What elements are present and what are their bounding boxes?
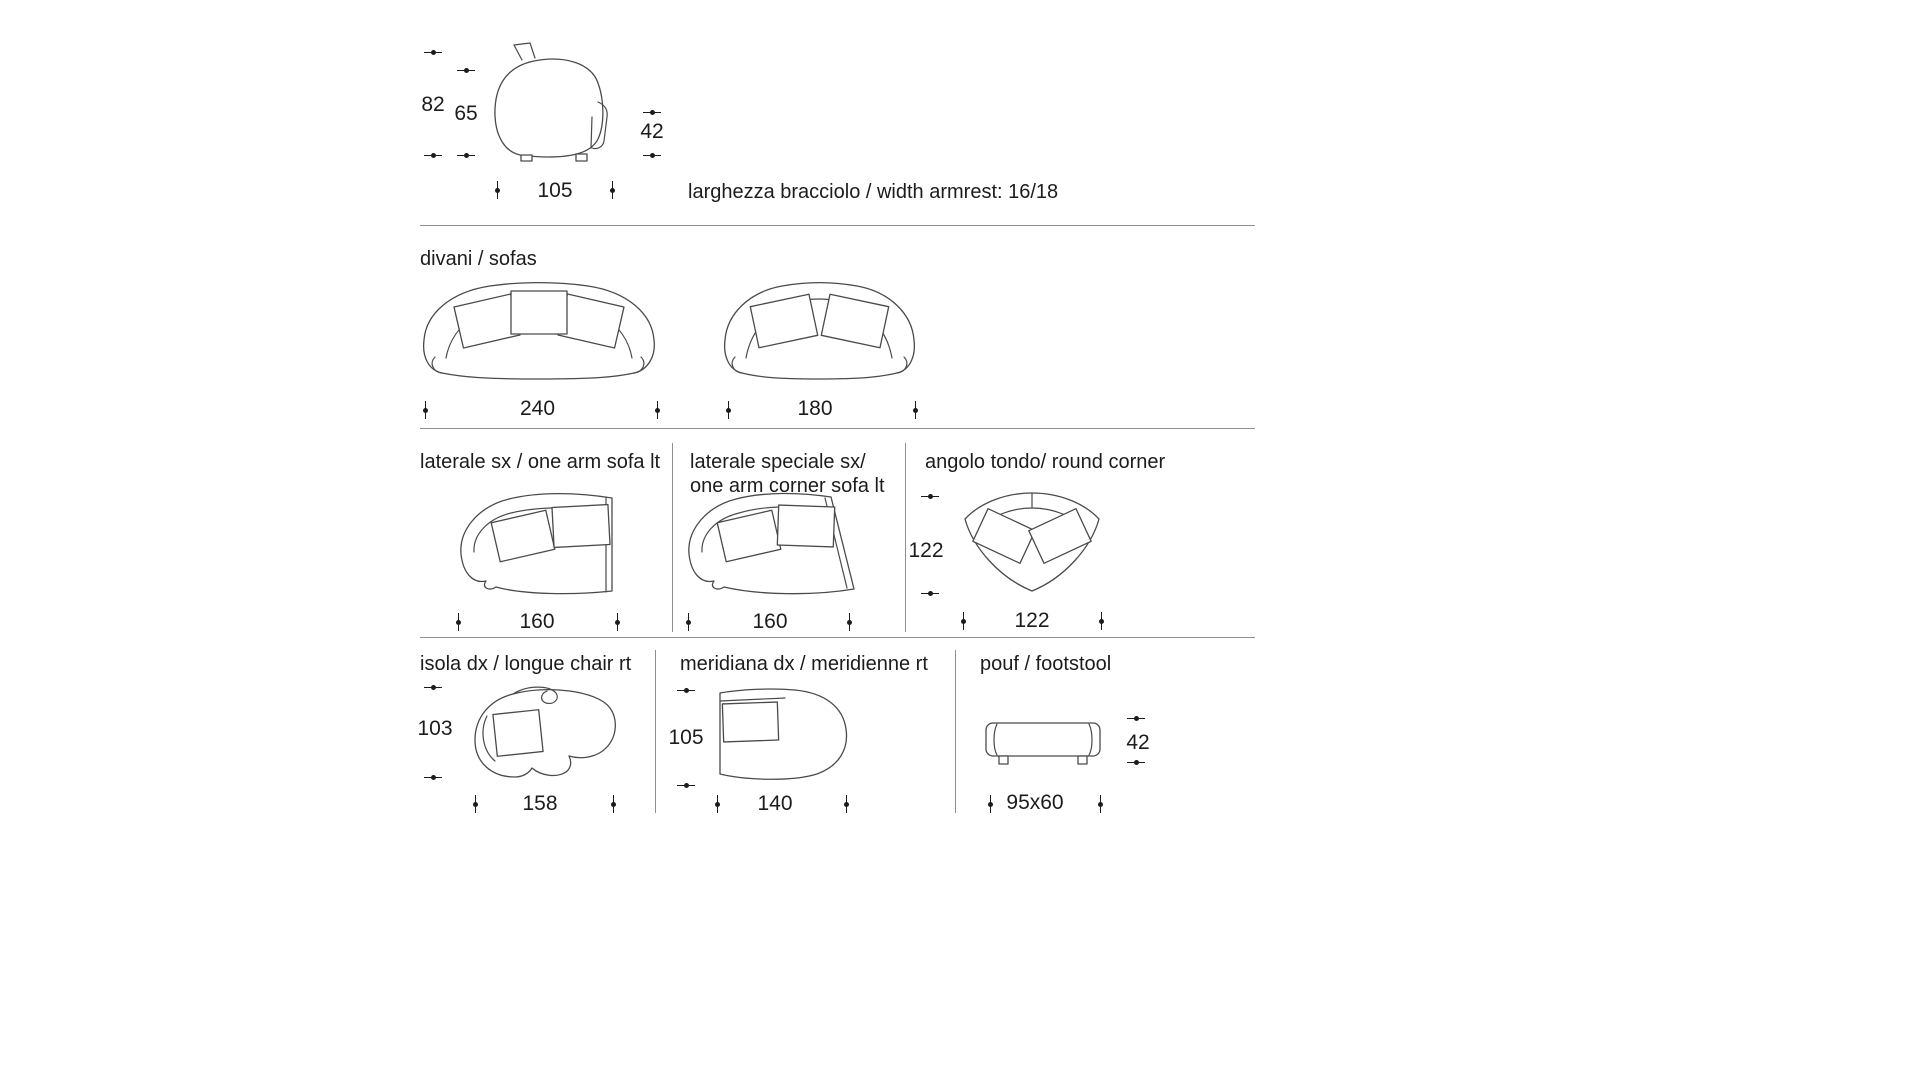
dim-total-height: 82 — [421, 93, 445, 116]
dim-marker — [457, 61, 475, 79]
sofa-180-drawing — [722, 278, 917, 400]
dim-arm-height: 42 — [640, 120, 664, 143]
round-corner-width: 122 — [1014, 609, 1050, 632]
dim-marker — [424, 678, 442, 696]
meridienne-width: 140 — [757, 792, 793, 815]
one-arm-corner-label-line1: laterale speciale sx/ — [690, 451, 866, 473]
divider — [420, 428, 1255, 429]
one-arm-corner-sofa-drawing — [683, 488, 863, 600]
column-separator — [905, 443, 906, 632]
dim-marker — [921, 487, 939, 505]
dim-marker — [424, 146, 442, 164]
dim-marker — [837, 795, 855, 813]
dim-marker — [1091, 795, 1109, 813]
one-arm-sofa-width: 160 — [519, 610, 555, 633]
pouf-height: 42 — [1126, 731, 1150, 754]
one-arm-corner-sofa-width: 160 — [752, 610, 788, 633]
dim-marker — [643, 103, 661, 121]
one-arm-corner-label-line2: one arm corner sofa lt — [690, 475, 885, 497]
pouf-size: 95x60 — [1006, 791, 1064, 814]
side-view-sofa-drawing — [488, 42, 623, 164]
one-arm-sofa-drawing — [455, 488, 620, 600]
one-arm-sofa-label: laterale sx / one arm sofa lt — [420, 451, 661, 473]
pouf-drawing — [983, 718, 1108, 770]
longue-chair-depth: 103 — [417, 717, 453, 740]
dim-marker — [1092, 612, 1110, 630]
dim-marker — [424, 43, 442, 61]
meridienne-depth: 105 — [668, 726, 704, 749]
dim-marker — [457, 146, 475, 164]
dim-marker — [603, 181, 621, 199]
dim-marker — [1127, 753, 1145, 771]
round-corner-depth: 122 — [908, 539, 944, 562]
headrest-flag — [513, 42, 536, 61]
dim-depth: 105 — [537, 179, 573, 202]
column-separator — [655, 650, 656, 813]
dim-seat-height: 65 — [454, 102, 478, 125]
dim-marker — [677, 681, 695, 699]
dim-marker — [466, 795, 484, 813]
sofa-240-width: 240 — [519, 397, 556, 420]
armrest-note: larghezza bracciolo / width armrest: 16/… — [688, 181, 1059, 203]
dim-marker — [840, 613, 858, 631]
dim-marker — [608, 613, 626, 631]
dim-marker — [677, 776, 695, 794]
divider — [420, 637, 1255, 638]
meridienne-label: meridiana dx / meridienne rt — [680, 653, 928, 675]
dim-marker — [648, 401, 666, 419]
column-separator — [955, 650, 956, 813]
round-corner-drawing — [956, 488, 1108, 600]
dim-marker — [643, 146, 661, 164]
dim-marker — [981, 795, 999, 813]
dim-marker — [906, 401, 924, 419]
dim-marker — [604, 795, 622, 813]
dim-marker — [416, 401, 434, 419]
dim-marker — [679, 613, 697, 631]
longue-chair-drawing — [465, 678, 623, 790]
dim-marker — [708, 795, 726, 813]
divider — [420, 225, 1255, 226]
section-sofas-label: divani / sofas — [420, 248, 537, 270]
dim-marker — [719, 401, 737, 419]
sofa-240-drawing — [420, 278, 658, 400]
longue-chair-label: isola dx / longue chair rt — [420, 653, 632, 675]
column-separator — [672, 443, 673, 632]
dim-marker — [424, 768, 442, 786]
dim-marker — [954, 612, 972, 630]
dim-marker — [449, 613, 467, 631]
longue-chair-width: 158 — [522, 792, 558, 815]
dim-marker — [1127, 709, 1145, 727]
dim-marker — [921, 584, 939, 602]
meridienne-drawing — [713, 685, 853, 785]
pouf-label: pouf / footstool — [980, 653, 1112, 675]
round-corner-label: angolo tondo/ round corner — [925, 451, 1166, 473]
dim-marker — [488, 181, 506, 199]
sofa-180-width: 180 — [797, 397, 833, 420]
